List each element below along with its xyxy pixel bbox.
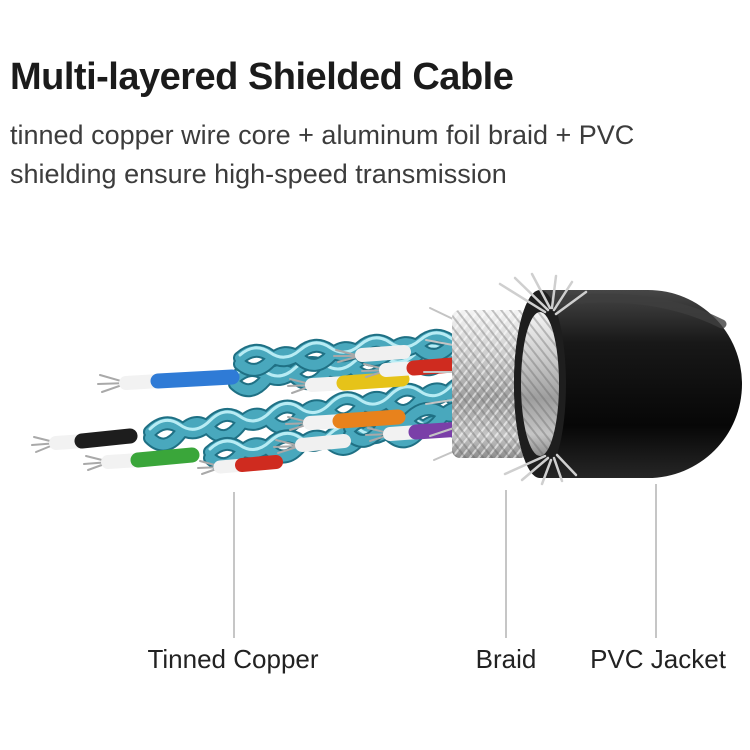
braid-texture-dark: [452, 310, 534, 458]
label-pvc-jacket: PVC Jacket: [590, 644, 726, 674]
wire-orange: [285, 409, 406, 431]
wire-white-mid-insulation: [295, 434, 351, 452]
twisted-pair-bundle-2: [143, 374, 487, 452]
wire-green-insulation: [130, 447, 200, 468]
label-braid: Braid: [475, 644, 537, 674]
wire-yellow-insulation: [336, 371, 410, 391]
braid-cut-face-texture: [521, 312, 559, 456]
subtitle-line-1: tinned copper wire core + aluminum foil …: [10, 119, 635, 150]
wire-blue: [97, 369, 240, 393]
page-title: Multi-layered Shielded Cable: [10, 56, 514, 98]
leader-lines: [233, 484, 657, 638]
wire-white-mid: [273, 434, 351, 454]
wire-black: [31, 428, 138, 453]
pvc-jacket-body: [514, 290, 742, 478]
wire-white-upper: [333, 345, 411, 363]
braid-left-frays: [423, 307, 458, 461]
wire-green: [83, 447, 200, 471]
twisted-pair-bundle-4: [233, 328, 487, 377]
wire-blue-insulation: [150, 369, 240, 389]
wire-red-lower-insulation: [235, 455, 283, 472]
wire-yellow: [287, 371, 410, 394]
wire-orange-insulation: [332, 409, 406, 429]
braid-shield: [423, 307, 534, 461]
braid-stray-strands: [498, 272, 588, 486]
subtitle-line-2: shielding ensure high-speed transmission: [10, 158, 507, 189]
wire-white-upper-insulation: [355, 345, 411, 362]
colored-wires: [31, 345, 474, 475]
pvc-jacket: [514, 290, 742, 478]
wire-black-insulation: [74, 428, 138, 449]
header: Multi-layered Shielded Cable tinned copp…: [10, 56, 742, 194]
wire-red-lower: [197, 455, 283, 475]
label-tinned-copper: Tinned Copper: [147, 644, 319, 674]
